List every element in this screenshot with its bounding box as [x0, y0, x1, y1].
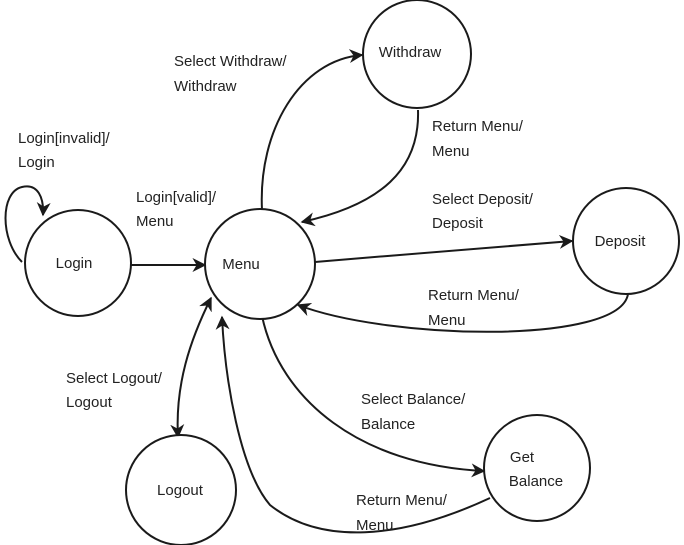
label-balance-return-line1: Return Menu/ [356, 492, 448, 509]
label-withdraw-return: Return Menu/ Menu [432, 118, 524, 160]
edge-select-balance [261, 315, 486, 478]
label-select-deposit: Select Deposit/ Deposit [432, 191, 534, 232]
label-deposit-return: Return Menu/ Menu [428, 287, 520, 329]
edge-deposit-return [296, 293, 629, 333]
label-login-valid-line1: Login[valid]/ [136, 189, 217, 206]
label-select-withdraw-line1: Select Withdraw/ [174, 53, 287, 70]
state-login: Login [24, 209, 132, 317]
edge-withdraw-return [300, 109, 420, 227]
label-select-deposit-line2: Deposit [432, 215, 484, 232]
edge-select-deposit [314, 234, 574, 263]
label-select-logout-line2: Logout [66, 394, 113, 411]
state-withdraw: Withdraw [362, 0, 472, 109]
label-select-logout-line1: Select Logout/ [66, 370, 163, 387]
label-select-deposit-line1: Select Deposit/ [432, 191, 534, 208]
label-withdraw-return-line1: Return Menu/ [432, 118, 524, 135]
label-select-logout: Select Logout/ Logout [66, 370, 163, 411]
edge-select-withdraw [260, 49, 364, 211]
state-menu-label: Menu [222, 256, 260, 273]
label-deposit-return-line1: Return Menu/ [428, 287, 520, 304]
label-withdraw-return-line2: Menu [432, 143, 470, 160]
edge-login-invalid [4, 185, 51, 263]
state-menu: Menu [204, 208, 316, 320]
state-withdraw-label: Withdraw [379, 44, 442, 61]
state-deposit-label: Deposit [595, 233, 647, 250]
label-balance-return: Return Menu/ Menu [356, 492, 448, 534]
state-logout: Logout [125, 434, 237, 545]
label-deposit-return-line2: Menu [428, 312, 466, 329]
label-login-invalid-line2: Login [18, 154, 55, 171]
label-select-balance: Select Balance/ Balance [361, 391, 466, 433]
state-get-balance: Get Balance [483, 414, 591, 522]
label-login-valid-line2: Menu [136, 213, 174, 230]
label-login-invalid: Login[invalid]/ Login [18, 130, 111, 171]
label-select-balance-line2: Balance [361, 416, 415, 433]
state-deposit: Deposit [572, 187, 680, 295]
edge-select-logout [170, 296, 212, 439]
label-balance-return-line2: Menu [356, 517, 394, 534]
label-login-invalid-line1: Login[invalid]/ [18, 130, 111, 147]
label-select-withdraw: Select Withdraw/ Withdraw [174, 53, 287, 95]
label-login-valid: Login[valid]/ Menu [136, 189, 217, 230]
state-get-balance-label-line1: Get [510, 449, 535, 466]
state-logout-label: Logout [157, 482, 204, 499]
state-login-label: Login [56, 255, 93, 272]
edge-balance-return [215, 315, 491, 534]
label-select-withdraw-line2: Withdraw [174, 78, 237, 95]
label-select-balance-line1: Select Balance/ [361, 391, 466, 408]
state-get-balance-label-line2: Balance [509, 473, 563, 490]
